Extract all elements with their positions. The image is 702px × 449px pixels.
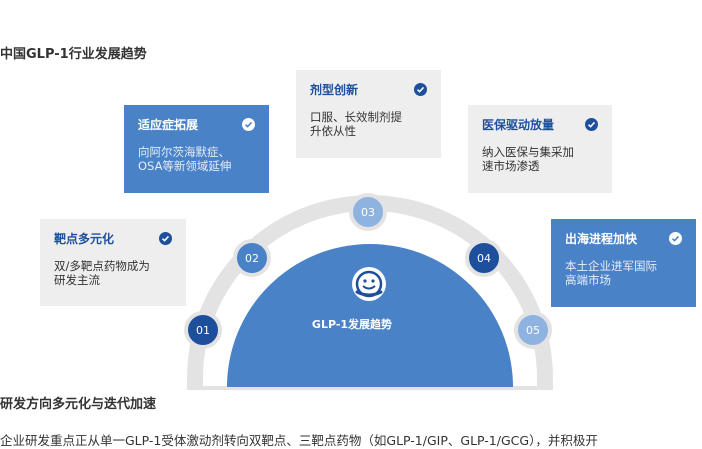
- card-insurance: 医保驱动放量 纳入医保与集采加 速市场渗透: [468, 105, 612, 193]
- check-circle-icon: [242, 117, 255, 131]
- page-title: 中国GLP-1行业发展趋势: [0, 47, 147, 62]
- check-circle-icon: [414, 82, 427, 96]
- card-indications-line1: 向阿尔茨海默症、: [138, 145, 230, 159]
- bubble-03-label: 03: [361, 206, 375, 219]
- card-targets: 靶点多元化 双/多靶点药物成为 研发主流: [40, 219, 186, 306]
- card-formulation-line1: 口服、长效制剂提: [310, 110, 402, 124]
- card-formulation-line2: 升依从性: [310, 124, 356, 138]
- check-circle-icon: [669, 231, 682, 245]
- smile-hand-icon: [352, 267, 386, 301]
- card-targets-line1: 双/多靶点药物成为: [54, 259, 150, 273]
- card-insurance-line2: 速市场渗透: [482, 159, 540, 173]
- center-label: GLP-1发展趋势: [311, 318, 393, 331]
- card-indications: 适应症拓展 向阿尔茨海默症、 OSA等新领域延伸: [124, 105, 269, 193]
- bubble-01-label: 01: [196, 324, 210, 337]
- section-title: 研发方向多元化与迭代加速: [0, 397, 157, 412]
- bubble-03: 03: [349, 193, 387, 231]
- bubble-02: 02: [233, 239, 271, 277]
- card-overseas-line2: 高端市场: [565, 273, 611, 287]
- card-targets-line2: 研发主流: [54, 273, 100, 287]
- bubble-05: 05: [514, 311, 552, 349]
- card-overseas: 出海进程加快 本土企业进军国际 高端市场: [551, 219, 696, 307]
- bubble-04: 04: [465, 239, 503, 277]
- card-insurance-title: 医保驱动放量: [482, 117, 555, 132]
- card-formulation-title: 剂型创新: [310, 82, 359, 97]
- card-overseas-line1: 本土企业进军国际: [565, 259, 657, 273]
- card-overseas-title: 出海进程加快: [565, 231, 638, 246]
- bubble-04-label: 04: [477, 252, 491, 265]
- card-targets-title: 靶点多元化: [54, 231, 115, 246]
- card-insurance-line1: 纳入医保与集采加: [482, 145, 574, 159]
- bubble-01: 01: [184, 311, 222, 349]
- check-circle-icon: [159, 231, 172, 245]
- card-formulation: 剂型创新 口服、长效制剂提 升依从性: [296, 70, 441, 158]
- section-body: 企业研发重点正从单一GLP-1受体激动剂转向双靶点、三靶点药物（如GLP-1/G…: [0, 433, 598, 448]
- card-indications-line2: OSA等新领域延伸: [138, 159, 232, 173]
- bubble-05-label: 05: [526, 324, 540, 337]
- arc-base: [187, 386, 553, 390]
- card-indications-title: 适应症拓展: [138, 117, 199, 132]
- bubble-02-label: 02: [245, 252, 259, 265]
- center-semicircle: [227, 244, 513, 387]
- check-circle-icon: [585, 117, 598, 131]
